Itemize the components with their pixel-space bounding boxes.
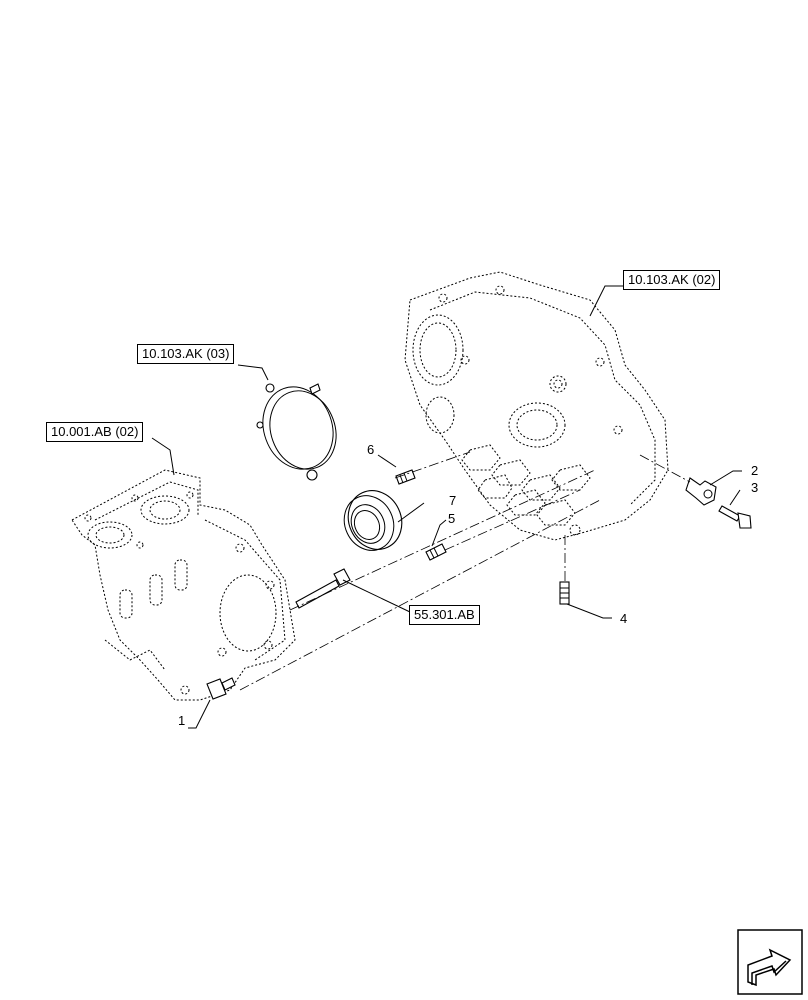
crankshaft-seal — [343, 490, 403, 551]
flywheel-housing-phantom — [404, 271, 669, 541]
callout-1: 1 — [178, 713, 186, 728]
callout-3: 3 — [751, 480, 759, 495]
cover-reference-box[interactable]: 10.103.AK (03) — [137, 344, 235, 364]
bracket-2 — [685, 477, 717, 506]
dowel-pin-4 — [559, 581, 570, 605]
bolt-1 — [206, 677, 236, 700]
dowel-pin-5 — [425, 543, 447, 561]
callout-6: 6 — [367, 442, 375, 457]
next-page-arrow-icon[interactable] — [737, 929, 803, 995]
housing-cover — [256, 383, 337, 481]
callout-4: 4 — [620, 611, 628, 626]
callout-5: 5 — [448, 511, 456, 526]
long-bolt — [295, 568, 351, 609]
engine-block-phantom — [71, 469, 296, 701]
callout-2: 2 — [751, 463, 759, 478]
block-reference-box[interactable]: 10.001.AB (02) — [46, 422, 144, 442]
housing-reference-box[interactable]: 10.103.AK (02) — [623, 270, 721, 290]
assembly-centerlines — [239, 451, 691, 691]
leader-lines — [151, 285, 742, 729]
callout-7: 7 — [449, 493, 457, 508]
bolt-3 — [718, 505, 752, 529]
bolt-reference-box[interactable]: 55.301.AB — [409, 605, 480, 625]
